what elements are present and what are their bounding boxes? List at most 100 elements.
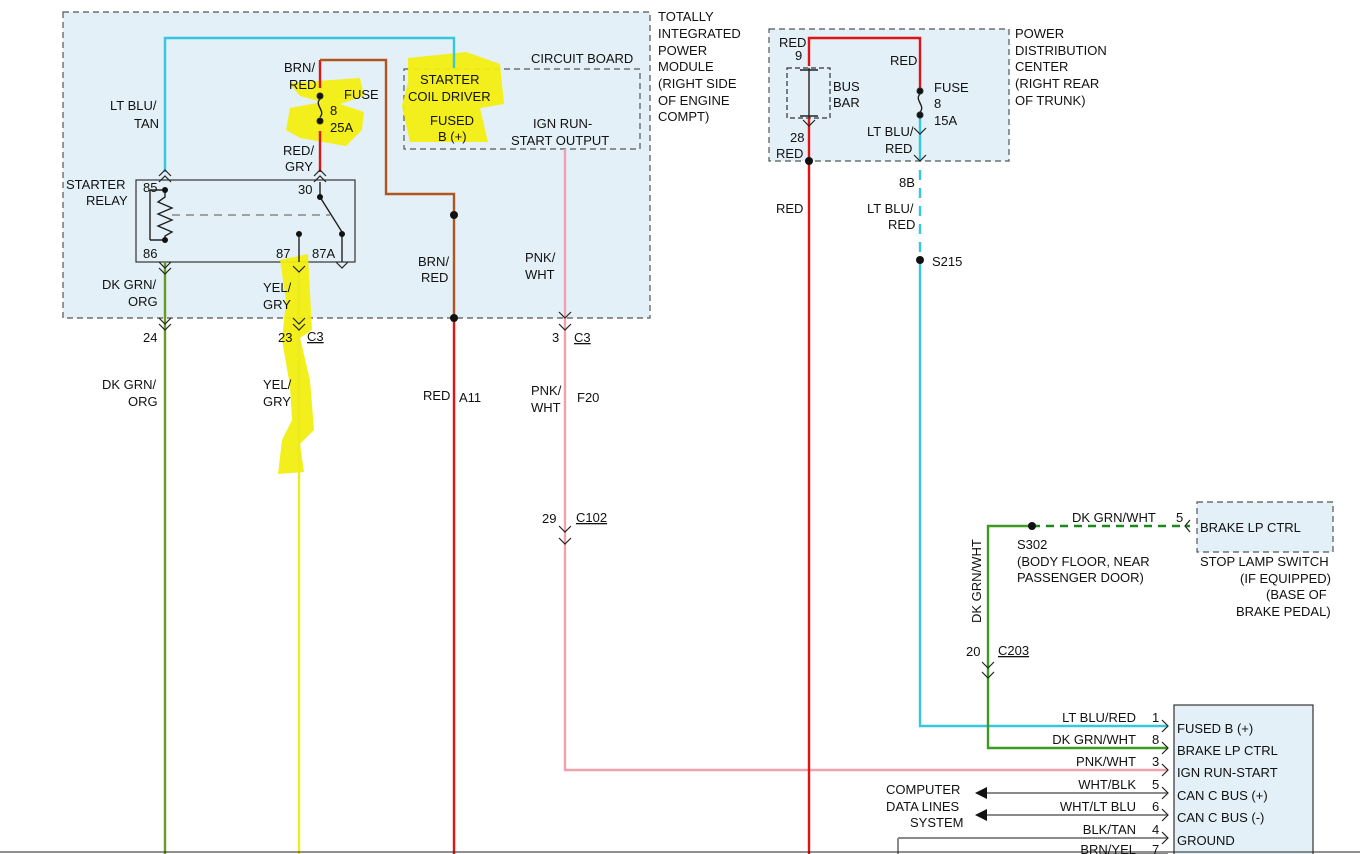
starter-coil-driver-label: STARTER <box>420 72 479 87</box>
module-wire-label: WHT/LT BLU <box>1060 799 1136 814</box>
stop-lamp-title: STOP LAMP SWITCH <box>1200 554 1329 569</box>
module-pin: 3 <box>1152 754 1159 769</box>
module-row-label: CAN C BUS (-) <box>1177 810 1264 825</box>
module-row-label: CAN C BUS (+) <box>1177 788 1268 803</box>
wire-label: RED <box>885 141 912 156</box>
wire-label: RED <box>421 270 448 285</box>
bus-bar-label: BUS <box>833 79 860 94</box>
wire-label: RED <box>776 201 803 216</box>
module-wire-label: WHT/BLK <box>1078 777 1136 792</box>
module-wire-label: DK GRN/WHT <box>1052 732 1136 747</box>
wire-label: LT BLU/ <box>867 124 914 139</box>
stop-lamp-title: (IF EQUIPPED) <box>1240 571 1331 586</box>
starter-relay-box <box>135 179 356 263</box>
pdc-title: POWER DISTRIBUTION CENTER (RIGHT REAR OF… <box>1015 26 1107 108</box>
computer-arrows <box>975 787 987 821</box>
splice-label: PASSENGER DOOR) <box>1017 570 1144 585</box>
module-wire-label: LT BLU/RED <box>1062 710 1136 725</box>
arrow-left-icon <box>975 809 987 821</box>
splice-label: S215 <box>932 254 962 269</box>
fuse-label: FUSE <box>934 80 969 95</box>
pin-87: 87 <box>276 246 290 261</box>
wire-label: GRY <box>263 297 291 312</box>
wire-label: RED <box>423 388 450 403</box>
bus-bar-label: BAR <box>833 95 860 110</box>
stop-lamp-title: BRAKE PEDAL) <box>1236 604 1331 619</box>
tipm-title-line: COMPT) <box>658 109 709 124</box>
module-wire-label: PNK/WHT <box>1076 754 1136 769</box>
wire-label: LT BLU/ <box>867 201 914 216</box>
module-wire-label: BLK/TAN <box>1083 822 1136 837</box>
wire-label: TAN <box>134 116 159 131</box>
wire-label: RED <box>289 77 316 92</box>
wire-label: DK GRN/WHT <box>969 539 984 623</box>
wires <box>163 36 1190 854</box>
starter-relay-label: RELAY <box>86 193 128 208</box>
fuse-number: 8 <box>934 96 941 111</box>
wire-label: ORG <box>128 294 158 309</box>
wire-label: DK GRN/ <box>102 377 157 392</box>
wire-label: GRY <box>285 159 313 174</box>
pin-30: 30 <box>298 182 312 197</box>
fused-b-label: B (+) <box>438 129 467 144</box>
circuit-id: F20 <box>577 390 599 405</box>
wire-label: ORG <box>128 394 158 409</box>
module-rows: LT BLU/RED 1 FUSED B (+) DK GRN/WHT 8 BR… <box>1052 710 1278 854</box>
stop-lamp-switch-box <box>1196 501 1334 553</box>
fused-b-label: FUSED <box>430 113 474 128</box>
connector-pin: 3 <box>552 330 559 345</box>
splice-dots <box>450 157 1036 530</box>
circuit-id: A11 <box>459 390 481 405</box>
starter-coil-driver-label: COIL DRIVER <box>408 89 491 104</box>
wire-label: RED/ <box>283 143 314 158</box>
module-pin: 4 <box>1152 822 1159 837</box>
wire-label: DK GRN/ <box>102 277 157 292</box>
wire-label: YEL/ <box>263 377 292 392</box>
wire-label: BRN/ <box>284 60 315 75</box>
module-row-label: GROUND <box>1177 833 1235 848</box>
module-pin: 6 <box>1152 799 1159 814</box>
module-pin: 7 <box>1152 842 1159 854</box>
tipm-title-line: POWER <box>658 43 707 58</box>
stop-lamp-title: (BASE OF <box>1266 587 1327 602</box>
module-row-label: IGN RUN-START <box>1177 765 1278 780</box>
arrow-left-icon <box>975 787 987 799</box>
brake-lp-ctrl-label: BRAKE LP CTRL <box>1200 520 1301 535</box>
starter-relay-label: STARTER <box>66 177 125 192</box>
pin-86: 86 <box>143 246 157 261</box>
wire-label: GRY <box>263 394 291 409</box>
wire-label: RED <box>776 146 803 161</box>
ign-run-start-label: START OUTPUT <box>511 133 609 148</box>
wire-label: WHT <box>531 400 561 415</box>
computer-label: COMPUTER <box>886 782 960 797</box>
wire-label: RED <box>779 35 806 50</box>
pin-28: 28 <box>790 130 804 145</box>
connector-name: C3 <box>307 329 324 344</box>
connector-pin: 5 <box>1176 510 1183 525</box>
connector-pin: 23 <box>278 330 292 345</box>
tipm-title-line: OF ENGINE <box>658 93 730 108</box>
pdc-title-line: DISTRIBUTION <box>1015 43 1107 58</box>
wire-label: DK GRN/WHT <box>1072 510 1156 525</box>
wire-label: LT BLU/ <box>110 98 157 113</box>
computer-label: SYSTEM <box>910 815 963 830</box>
connector-pin: 29 <box>542 511 556 526</box>
connector-pin: 24 <box>143 330 157 345</box>
splice-label: S302 <box>1017 537 1047 552</box>
pin-85: 85 <box>143 180 157 195</box>
fuse-amps: 15A <box>934 113 957 128</box>
wire-label: YEL/ <box>263 280 292 295</box>
module-pin: 5 <box>1152 777 1159 792</box>
tipm-title: TOTALLY INTEGRATED POWER MODULE (RIGHT S… <box>658 9 741 124</box>
fuse-label: FUSE <box>344 87 379 102</box>
connector-name: C203 <box>998 643 1029 658</box>
module-row-label: BRAKE LP CTRL <box>1177 743 1278 758</box>
tipm-box <box>62 11 651 319</box>
fuse-symbol <box>316 68 924 125</box>
tipm-title-line: TOTALLY <box>658 9 714 24</box>
pdc-title-line: CENTER <box>1015 59 1068 74</box>
pdc-title-line: (RIGHT REAR <box>1015 76 1099 91</box>
pdc-title-line: OF TRUNK) <box>1015 93 1086 108</box>
pdc-title-line: POWER <box>1015 26 1064 41</box>
